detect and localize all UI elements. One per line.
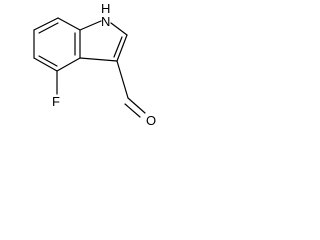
double-bond-c5-c4-inner — [38, 55, 58, 67]
bond-c3-cho — [116, 60, 129, 99]
bond-c7-c6 — [33, 17, 59, 31]
double-bond-c2-c3-inner — [113, 36, 123, 58]
substituents — [56, 60, 146, 118]
bond-c5-c4 — [33, 57, 58, 72]
bond-cho-o — [127, 97, 146, 114]
bond-c4-c3a — [56, 57, 81, 72]
atom-label-n: N — [101, 14, 110, 29]
benzene-ring — [33, 17, 81, 72]
atom-label-f: F — [52, 94, 60, 109]
atom-label-h: H — [101, 1, 110, 16]
bond-c2-c3 — [116, 34, 128, 62]
bond-c7a-c7 — [57, 17, 81, 31]
pyrrole-ring — [79, 20, 128, 62]
double-bond-cho-o-inner — [124, 103, 141, 118]
bond-n1-c2 — [110, 22, 128, 36]
molecule-structure-diagram: H N F O — [33, 1, 156, 128]
bond-c3-c3a — [79, 57, 118, 62]
double-bond-c7-c6-inner — [38, 22, 59, 34]
atom-label-o: O — [146, 113, 156, 128]
bond-c7a-n1 — [79, 20, 102, 31]
